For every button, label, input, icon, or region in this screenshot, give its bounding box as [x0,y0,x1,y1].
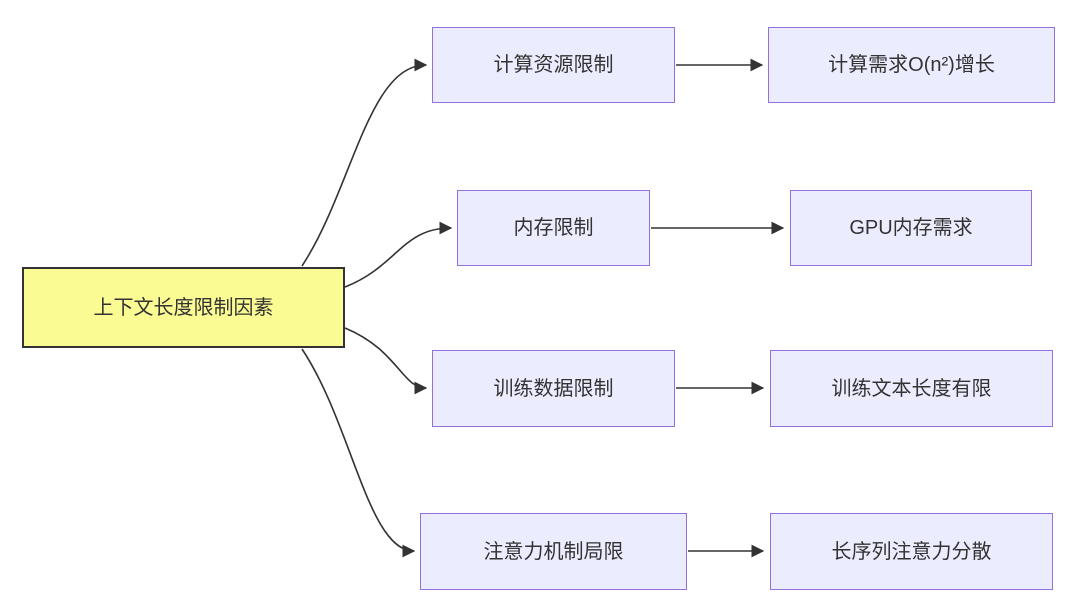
node-compute-demand-growth: 计算需求O(n²)增长 [768,27,1055,103]
node-training-data-limit: 训练数据限制 [432,350,675,427]
node-compute-resource-limit: 计算资源限制 [432,27,675,103]
edge-root-to-compute-limit [301,58,428,267]
node-long-sequence-attention-dispersion: 长序列注意力分散 [770,513,1053,590]
node-gpu-memory-demand: GPU内存需求 [790,190,1032,266]
node-memory-limit: 内存限制 [457,190,650,266]
node-root-context-length-factors: 上下文长度限制因素 [22,267,345,348]
edge-root-to-memory-limit [344,221,453,288]
node-training-text-length-limited: 训练文本长度有限 [770,350,1053,427]
edge-root-to-attention-limit [301,348,416,558]
node-attention-mechanism-limit: 注意力机制局限 [420,513,687,590]
edge-root-to-training-data-limit [344,327,428,395]
